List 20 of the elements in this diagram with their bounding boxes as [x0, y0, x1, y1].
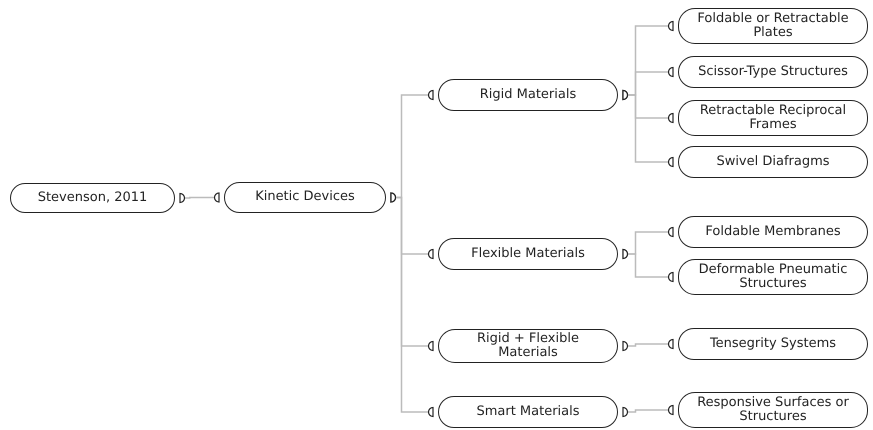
topic-box: Scissor-Type Structures [678, 56, 868, 88]
topic-box: Foldable or Retractable Plates [678, 8, 868, 44]
topic-box: Swivel Diafragms [678, 146, 868, 178]
topic-box: Rigid Materials [438, 79, 618, 111]
topic-box: Foldable Membranes [678, 216, 868, 248]
topic-box: Retractable Reciprocal Frames [678, 100, 868, 136]
topic-box: Kinetic Devices [224, 182, 386, 213]
topic-box: Rigid + Flexible Materials [438, 329, 618, 363]
topic-box: Responsive Surfaces or Structures [678, 392, 868, 428]
topic-box: Tensegrity Systems [678, 328, 868, 360]
connector-line [622, 338, 674, 352]
topic-box: Flexible Materials [438, 238, 618, 270]
topic-box: Stevenson, 2011 [10, 183, 175, 213]
topic-box: Deformable Pneumatic Structures [678, 259, 868, 295]
connector-line [622, 90, 674, 168]
topic-box: Smart Materials [438, 396, 618, 428]
connector-line [622, 404, 674, 418]
connector-line [179, 192, 220, 204]
connector-line [390, 192, 434, 418]
connector-line [622, 248, 674, 282]
